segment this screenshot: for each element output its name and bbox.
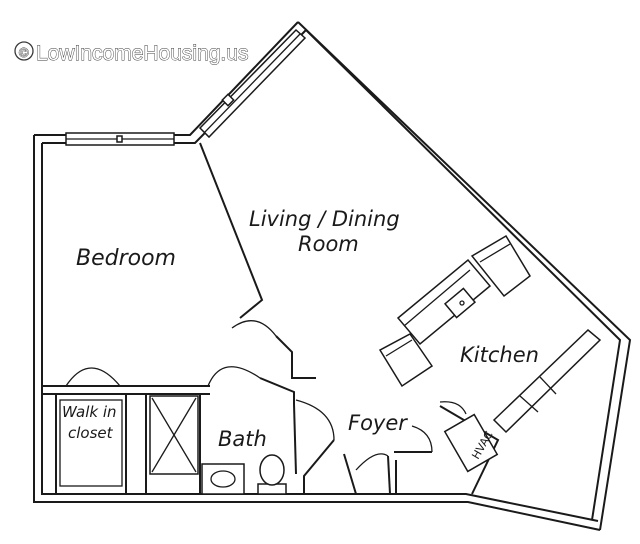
interior-walls [42, 142, 500, 495]
watermark-text: LowIncomeHousing.us [36, 42, 248, 65]
bath-fixtures [149, 395, 287, 495]
living-window [198, 28, 307, 139]
toilet [257, 454, 287, 495]
kitchen-fixtures [378, 234, 602, 434]
windows [65, 28, 307, 146]
copyright-icon [14, 41, 34, 61]
walk-in-closet-label-line2: closet [68, 424, 114, 442]
range [378, 333, 434, 388]
foyer-label: Foyer [348, 411, 408, 435]
watermark: © LowIncomeHousing.us [14, 41, 249, 65]
hvac-unit: HVAC [443, 413, 499, 473]
living-dining-label-line2: Room [298, 232, 359, 256]
kitchen-counter-upper [470, 234, 531, 298]
copyright-symbol: © [19, 45, 29, 60]
kitchen-counter [396, 258, 492, 346]
bedroom-label: Bedroom [76, 246, 176, 271]
bath-label: Bath [218, 427, 267, 451]
vanity [201, 463, 245, 495]
kitchen-label: Kitchen [460, 343, 539, 367]
living-dining-label-line1: Living / Dining [249, 207, 400, 231]
kitchen-counter-right [492, 328, 602, 434]
walk-in-closet-label-line1: Walk in [62, 403, 117, 421]
exterior-walls [33, 21, 632, 531]
